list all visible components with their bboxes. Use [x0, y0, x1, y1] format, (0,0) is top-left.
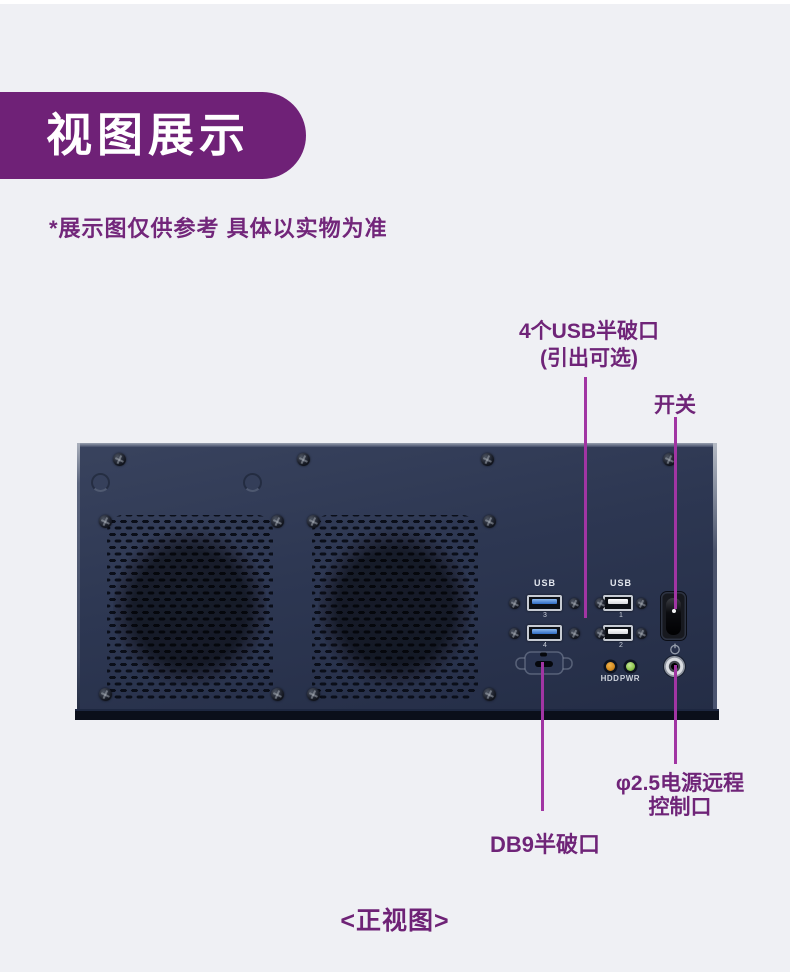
usb2-tongue: [608, 629, 628, 634]
view-caption: <正视图>: [340, 907, 450, 935]
pwr-led-label: PWR: [619, 674, 641, 683]
usb3-port-4: [527, 625, 562, 641]
usb-port-3-number: 3: [543, 612, 547, 619]
screw: [113, 453, 126, 466]
screw: [509, 598, 520, 609]
screw: [481, 453, 494, 466]
screw: [509, 628, 520, 639]
screw: [271, 515, 284, 528]
screw: [569, 628, 580, 639]
usb3-port-3: [527, 595, 562, 611]
usb-port-1-number: 1: [619, 612, 623, 619]
screw: [271, 688, 284, 701]
usb-port-2-number: 2: [619, 642, 623, 649]
remote-port-leader-line: [674, 665, 677, 764]
usb2-tongue: [608, 599, 628, 604]
screw: [307, 688, 320, 701]
usb2-port-1: [603, 595, 633, 611]
switch-annotation: 开关: [654, 394, 696, 417]
screw: [663, 453, 676, 466]
usb-port-4-number: 4: [543, 642, 547, 649]
usb-group-a-label: USB: [533, 578, 556, 588]
usb3-tongue: [532, 599, 557, 604]
power-switch: [661, 592, 686, 640]
usb3-tongue: [532, 629, 557, 634]
screw: [569, 598, 580, 609]
right-fan-grille: [312, 515, 478, 700]
screw: [636, 628, 647, 639]
pwr-led: [626, 662, 635, 671]
chassis-left-edge: [77, 443, 80, 711]
screw: [595, 628, 606, 639]
switch-leader-line: [674, 417, 677, 609]
power-icon: [670, 643, 680, 655]
chassis-right-edge: [713, 443, 717, 711]
section-title: 视图展示: [46, 109, 250, 161]
top-white-strip: [0, 0, 790, 4]
hdd-led-label: HDD: [600, 674, 620, 683]
screw: [636, 598, 647, 609]
remote-port-annotation-line1: φ2.5电源远程: [615, 772, 745, 795]
db9-leader-line: [541, 662, 544, 811]
usb-annotation-line2: (引出可选): [540, 347, 638, 370]
db9-annotation: DB9半破口: [489, 832, 600, 857]
screw: [483, 688, 496, 701]
disclaimer-text: *展示图仅供参考 具体以实物为准: [49, 216, 388, 241]
hdd-led: [606, 662, 615, 671]
usb2-port-2: [603, 625, 633, 641]
power-switch-rocker: [666, 598, 681, 635]
db9-cutout: [515, 651, 573, 675]
screw: [297, 453, 310, 466]
screw: [99, 688, 112, 701]
section-title-banner: 视图展示: [0, 92, 306, 179]
vent-hole: [91, 473, 110, 492]
screw: [483, 515, 496, 528]
remote-port-annotation: φ2.5电源远程 控制口: [578, 772, 782, 820]
left-fan-grille: [107, 515, 273, 700]
usb-group-b-label: USB: [609, 578, 632, 588]
usb-annotation: 4个USB半破口 (引出可选): [489, 318, 689, 372]
usb-annotation-line1: 4个USB半破口: [518, 320, 660, 343]
screw: [307, 515, 320, 528]
usb-leader-line: [584, 377, 587, 618]
device-front-view: USB 3 4 USB 1 2 HDD PWR: [75, 443, 719, 720]
chassis-bottom-edge: [75, 709, 719, 720]
screw: [595, 598, 606, 609]
remote-port-annotation-line2: 控制口: [648, 796, 712, 819]
power-switch-dot: [671, 609, 676, 613]
screw: [99, 515, 112, 528]
vent-hole: [243, 473, 262, 492]
